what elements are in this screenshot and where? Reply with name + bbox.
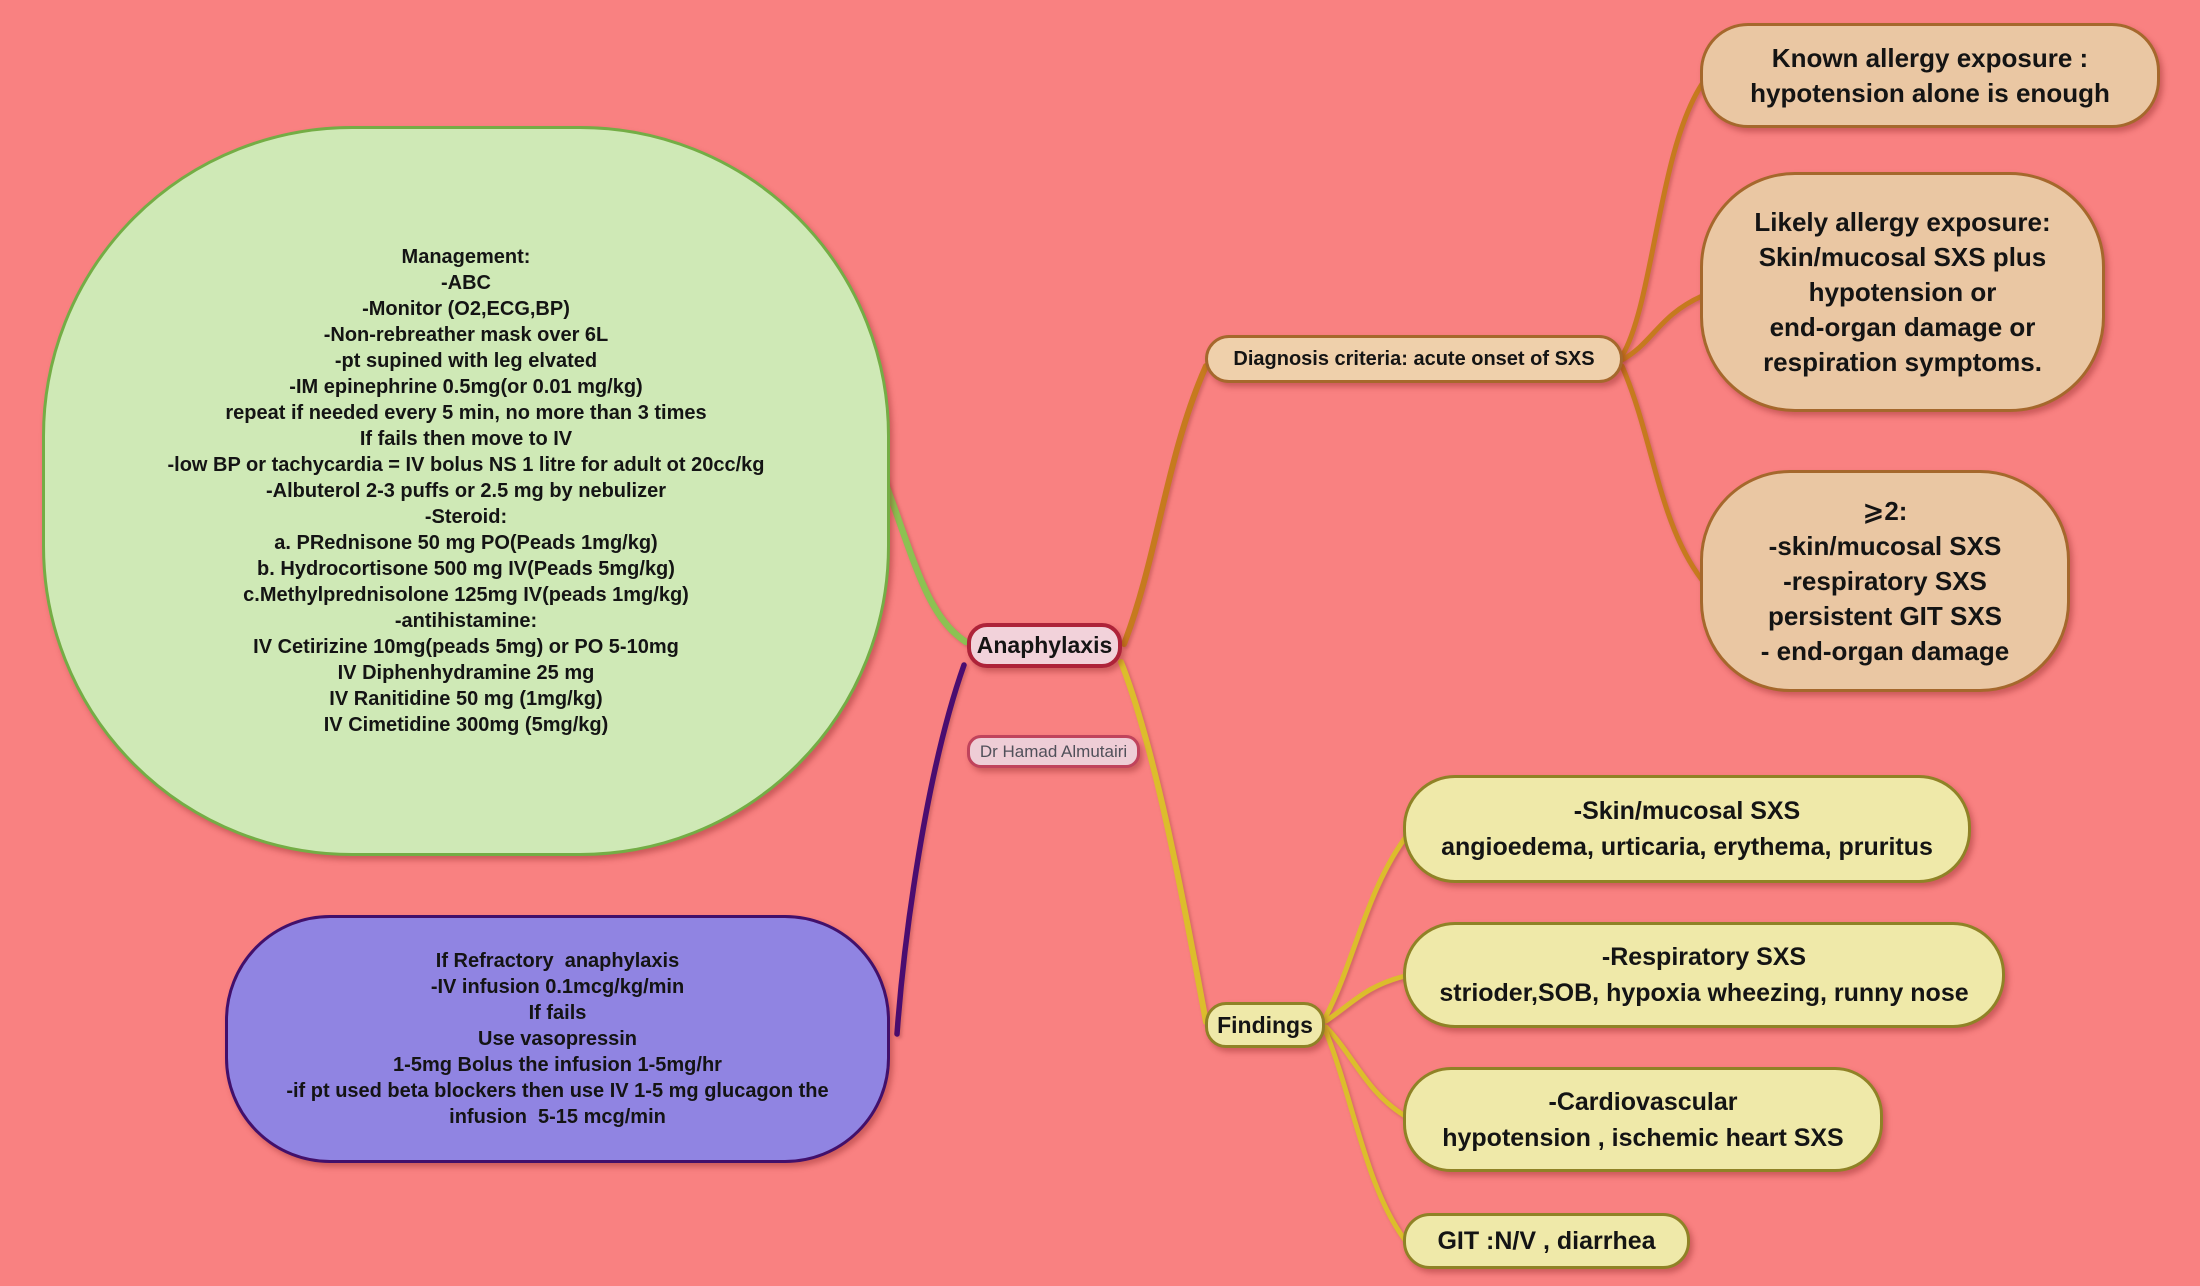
- text-line: -pt supined with leg elvated: [334, 350, 598, 372]
- findings-node[interactable]: Findings: [1205, 1002, 1325, 1048]
- respiratory-findings-node[interactable]: -Respiratory SXS strioder,SOB, hypoxia wh…: [1403, 922, 2005, 1028]
- text-line: -Non-rebreather mask over 6L: [323, 324, 609, 346]
- text-line: angioedema, urticaria, erythema, pruritu…: [1441, 833, 1933, 861]
- text-line: -Monitor (O2,ECG,BP): [362, 298, 570, 320]
- text-line: strioder,SOB, hypoxia wheezing, runny no…: [1439, 979, 1969, 1007]
- text-line: persistent GIT SXS: [1767, 600, 2003, 631]
- text-line: Use vasopressin: [478, 1028, 637, 1050]
- author-node[interactable]: Dr Hamad Almutairi: [967, 735, 1140, 768]
- text-line: IV Cimetidine 300mg (5mg/kg): [323, 714, 609, 736]
- text-line: IV Diphenhydramine 25 mg: [337, 662, 595, 684]
- text-line: If fails: [528, 1002, 587, 1024]
- author-node-label: Dr Hamad Almutairi: [979, 741, 1128, 761]
- branch-curve-findings-skin: [1323, 835, 1408, 1019]
- text-line: -Cardiovascular: [1548, 1087, 1738, 1116]
- text-line: IV Ranitidine 50 mg (1mg/kg): [329, 688, 603, 710]
- branch-curve-findings: [1118, 659, 1209, 1025]
- text-line: hypotension or: [1808, 276, 1997, 307]
- branch-curve-diagnosis-known: [1619, 81, 1705, 359]
- text-line: If fails then move to IV: [359, 428, 573, 450]
- text-line: Skin/mucosal SXS plus: [1758, 241, 2047, 272]
- text-line: -antihistamine:: [394, 610, 538, 632]
- skin-mucosal-findings-node[interactable]: -Skin/mucosal SXS angioedema, urticaria, …: [1403, 775, 1971, 883]
- branch-curve-findings-respiratory: [1323, 973, 1408, 1024]
- text-line: respiration symptoms.: [1763, 346, 2042, 377]
- text-line: Likely allergy exposure:: [1754, 206, 2051, 237]
- branch-curve-diagnosis: [1121, 363, 1209, 647]
- root-node-label: Anaphylaxis: [976, 632, 1113, 658]
- text-line: b. Hydrocortisone 500 mg IV(Peads 5mg/kg…: [257, 558, 675, 580]
- text-line: a. PRednisone 50 mg PO(Peads 1mg/kg): [274, 532, 658, 554]
- text-line: -skin/mucosal SXS: [1768, 530, 2002, 561]
- diagnosis-criteria-node[interactable]: Diagnosis criteria: acute onset of SXS: [1205, 335, 1623, 383]
- text-line: -IV infusion 0.1mcg/kg/min: [430, 976, 685, 998]
- text-line: infusion 5-15 mcg/min: [449, 1106, 666, 1128]
- branch-curve-diagnosis-ge2: [1619, 363, 1705, 583]
- text-line: -respiratory SXS: [1783, 565, 1987, 596]
- text-line: -low BP or tachycardia = IV bolus NS 1 l…: [167, 454, 765, 476]
- text-line: -IM epinephrine 0.5mg(or 0.01 mg/kg): [289, 376, 643, 398]
- management-node[interactable]: Management: -ABC -Monitor (O2,ECG,BP) -Non-…: [42, 126, 890, 856]
- diagnosis-criteria-label: Diagnosis criteria: acute onset of SXS: [1233, 347, 1595, 370]
- text-line: -Respiratory SXS: [1601, 943, 1807, 971]
- cardiovascular-findings-node[interactable]: -Cardiovascular hypotension , ischemic he…: [1403, 1067, 1883, 1172]
- text-line: -Albuterol 2-3 puffs or 2.5 mg by nebuli…: [265, 480, 667, 502]
- text-line: - end-organ damage: [1760, 635, 2010, 666]
- known-allergy-node[interactable]: Known allergy exposure : hypotension alon…: [1700, 23, 2160, 128]
- text-line: -ABC: [441, 272, 491, 294]
- text-line: ⩾2:: [1862, 495, 1908, 526]
- likely-allergy-node[interactable]: Likely allergy exposure: Skin/mucosal SXS…: [1700, 172, 2105, 412]
- text-line: If Refractory anaphylaxis: [435, 950, 680, 972]
- text-line: Known allergy exposure :: [1771, 42, 2089, 73]
- branch-curve-findings-git: [1323, 1029, 1408, 1243]
- text-line: hypotension , ischemic heart SXS: [1442, 1123, 1844, 1152]
- text-line: -if pt used beta blockers then use IV 1-…: [286, 1080, 829, 1102]
- branch-curve-findings-cardiovascular: [1323, 1024, 1408, 1119]
- text-line: -Skin/mucosal SXS: [1573, 797, 1801, 825]
- text-line: end-organ damage or: [1769, 311, 2036, 342]
- git-findings-node[interactable]: GIT :N/V , diarrhea: [1403, 1213, 1690, 1269]
- branch-curve-refractory: [894, 662, 967, 1037]
- text-line: c.Methylprednisolone 125mg IV(peads 1mg/…: [243, 584, 689, 606]
- text-line: 1-5mg Bolus the infusion 1-5mg/hr: [393, 1054, 722, 1076]
- branch-curve-diagnosis-likely: [1619, 293, 1705, 363]
- findings-label: Findings: [1217, 1012, 1313, 1038]
- text-line: IV Cetirizine 10mg(peads 5mg) or PO 5-10…: [253, 636, 679, 658]
- two-or-more-criteria-node[interactable]: ⩾2: -skin/mucosal SXS -respiratory SXS pers…: [1700, 470, 2070, 692]
- root-node-anaphylaxis[interactable]: Anaphylaxis: [967, 623, 1122, 668]
- text-line: hypotension alone is enough: [1750, 77, 2110, 108]
- refractory-anaphylaxis-node[interactable]: If Refractory anaphylaxis -IV infusion 0.…: [225, 915, 890, 1163]
- text-line: GIT :N/V , diarrhea: [1437, 1227, 1656, 1255]
- text-line: -Steroid:: [424, 506, 508, 528]
- text-line: repeat if needed every 5 min, no more th…: [225, 402, 707, 424]
- text-line: Management:: [401, 246, 531, 268]
